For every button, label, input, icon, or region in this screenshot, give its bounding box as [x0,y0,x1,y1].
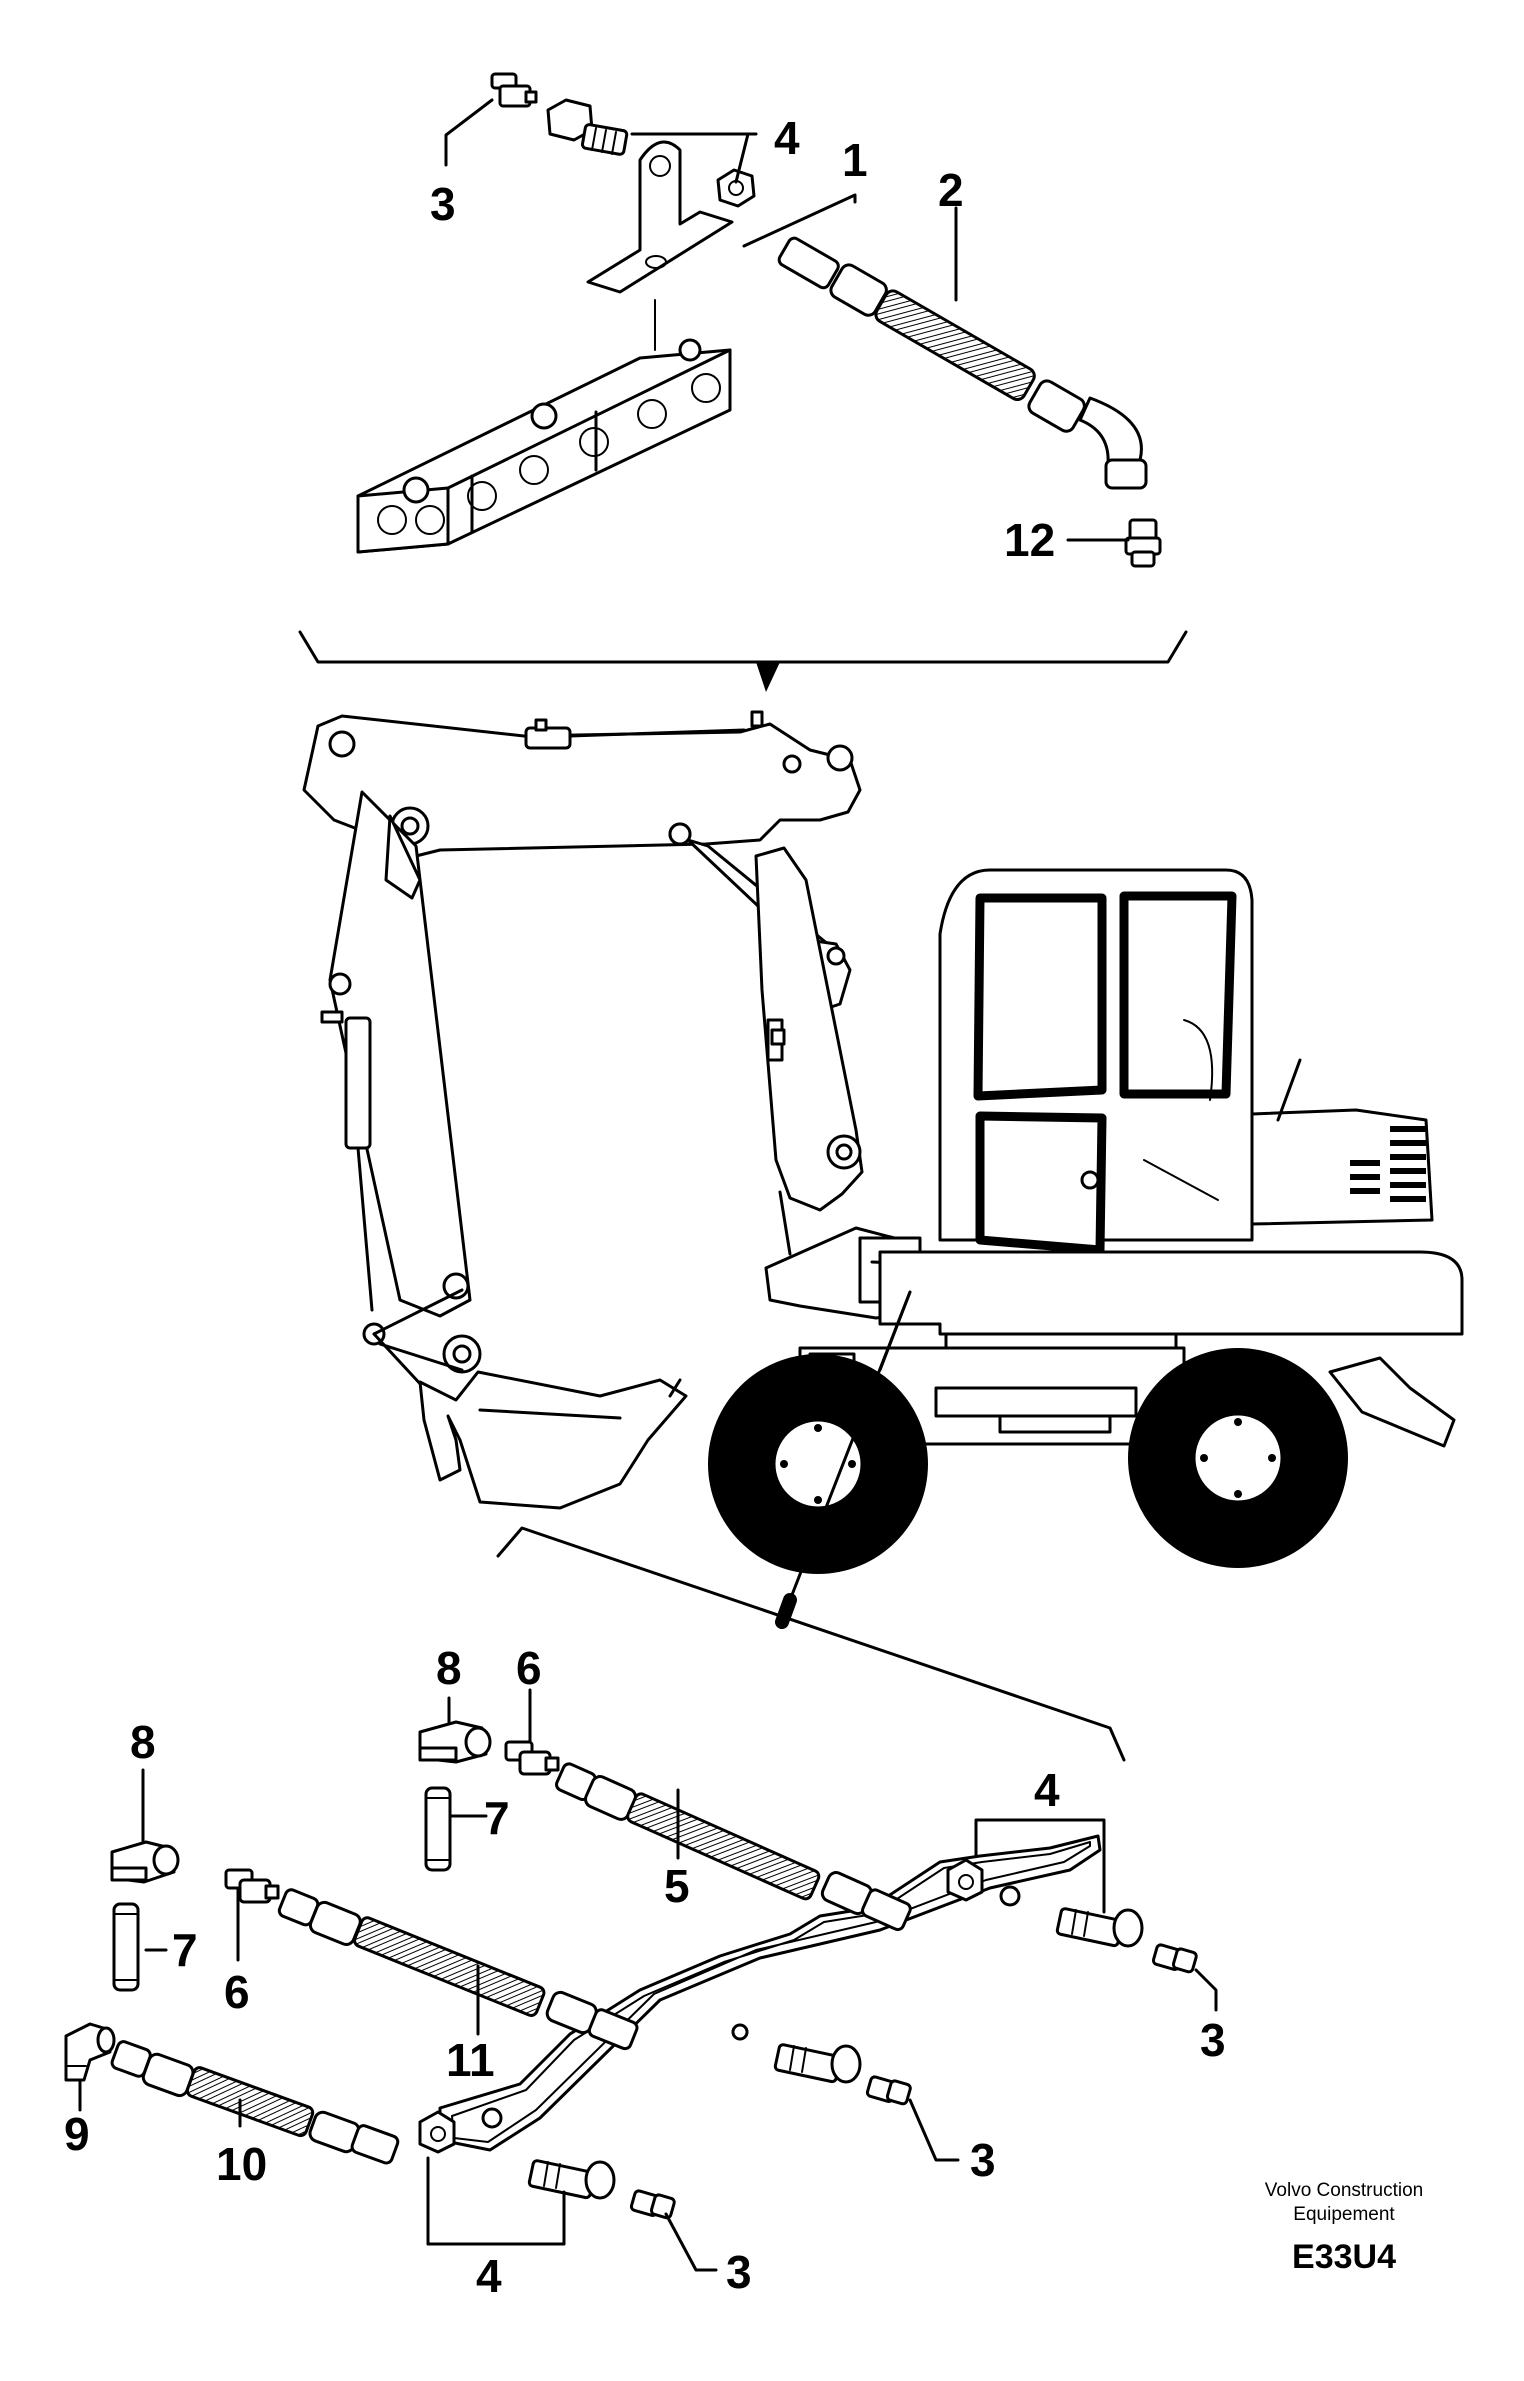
nut-part-4-right [946,1858,984,1902]
callout-7-left: 7 [172,1924,198,1976]
company-name-line2: Equipement [1293,2204,1395,2225]
callout-4-right: 4 [1034,1764,1060,1816]
bolt-center [773,2043,862,2084]
clamp-block-assembly [356,299,732,554]
callout-4-bottom: 4 [476,2250,502,2302]
lower-leader-lines [78,1688,1218,2272]
adapter-part-12 [1124,518,1162,568]
callout-3-top: 3 [430,178,456,230]
callout-5: 5 [664,1860,690,1912]
nut-part-4-top [716,168,756,208]
callout-9: 9 [64,2108,90,2160]
nipple-part-3-center [865,2075,912,2106]
bracket-part-1 [586,140,734,294]
hose-part-11 [277,1888,639,2051]
callout-1: 1 [842,134,868,186]
callout-12: 12 [1004,514,1055,566]
company-name-line1: Volvo Construction [1265,2180,1423,2201]
callout-4-top: 4 [774,112,800,164]
lower-detail-group [64,1526,1218,2272]
callout-11: 11 [446,2034,495,2086]
engine-vents [1350,1126,1426,1202]
hose-part-5 [555,1762,912,1932]
callout-3-bottom: 3 [726,2246,752,2298]
excavator-illustration [302,710,1464,1629]
callout-7-mid: 7 [484,1792,510,1844]
front-wheel [708,1354,928,1574]
top-detail-group [298,72,1188,692]
callout-10: 10 [216,2138,267,2190]
hose-part-2 [777,236,1148,490]
elbow-part-9 [64,2022,116,2082]
callout-3-right: 3 [1200,2014,1226,2066]
nipple-part-7-mid [424,1786,452,1872]
elbow-part-8-mid [418,1720,492,1764]
drawing-code: E33U4 [1292,2238,1396,2276]
hose-part-10 [110,2040,400,2165]
top-leader-lines [444,98,1130,542]
callout-8-left: 8 [130,1716,156,1768]
rear-wheel [1128,1348,1348,1568]
bolt-part-4-bottom [527,2159,616,2200]
bolt-part-4-right [1055,1907,1144,1948]
nipple-part-7-left [112,1902,140,1992]
callout-labels: 1 2 3 4 12 8 7 6 9 10 11 8 6 7 5 4 3 3 4… [64,112,1226,2302]
nipple-part-3-right [1151,1943,1198,1974]
adapter-part-6-left [224,1868,280,1904]
callout-2: 2 [938,164,964,216]
top-detail-bracket [298,630,1188,692]
callout-6-left: 6 [224,1966,250,2018]
adapter-part-6-mid [504,1740,560,1776]
callout-3-center: 3 [970,2134,996,2186]
nipple-part-3-bottom [629,2189,676,2220]
callout-8-mid: 8 [436,1642,462,1694]
elbow-part-8-left [110,1840,180,1884]
grease-nipple-part-3-top [490,72,538,108]
mounting-plate [438,1834,1102,2152]
bolt-part-4-top [546,98,629,156]
footer: Volvo Construction Equipement E33U4 [1265,2180,1423,2276]
nut-part-4-bottom [418,2110,456,2154]
callout-6-mid: 6 [516,1642,542,1694]
